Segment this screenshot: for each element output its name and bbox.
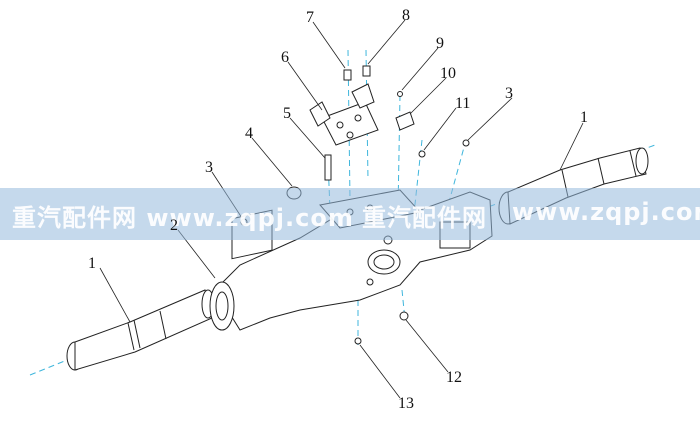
callout-1-right: 1 bbox=[580, 109, 588, 126]
callout-9: 9 bbox=[436, 35, 444, 52]
bolt-7 bbox=[343, 69, 352, 81]
watermark-right: www.zqpj.com bbox=[512, 198, 700, 226]
plug-12 bbox=[399, 311, 409, 321]
left-spindle bbox=[66, 289, 215, 371]
callout-11: 11 bbox=[455, 95, 471, 112]
leader-lines bbox=[99, 19, 584, 399]
watermark-middle: 重汽配件网 bbox=[362, 204, 487, 232]
callout-10: 10 bbox=[440, 65, 456, 82]
callout-3-right: 3 bbox=[505, 85, 513, 102]
callout-8: 8 bbox=[402, 7, 410, 24]
watermark-left: 重汽配件网 www.zqpj.com bbox=[12, 204, 354, 232]
sleeve-10 bbox=[395, 111, 415, 131]
nipple-9 bbox=[397, 91, 403, 97]
callout-1-left: 1 bbox=[88, 255, 96, 272]
bolt-8 bbox=[362, 65, 371, 77]
plug-3-right bbox=[462, 139, 470, 147]
pin-5 bbox=[324, 154, 332, 181]
callout-13: 13 bbox=[398, 395, 414, 412]
callout-7: 7 bbox=[306, 9, 314, 26]
callout-3-left: 3 bbox=[205, 159, 213, 176]
watermark-banner bbox=[0, 188, 700, 240]
nut-11 bbox=[418, 150, 426, 158]
callout-2: 2 bbox=[170, 217, 178, 234]
callout-12: 12 bbox=[446, 369, 462, 386]
callout-4: 4 bbox=[245, 125, 253, 142]
callout-6: 6 bbox=[281, 49, 289, 66]
callout-5: 5 bbox=[283, 105, 291, 122]
plug-13 bbox=[354, 337, 362, 345]
